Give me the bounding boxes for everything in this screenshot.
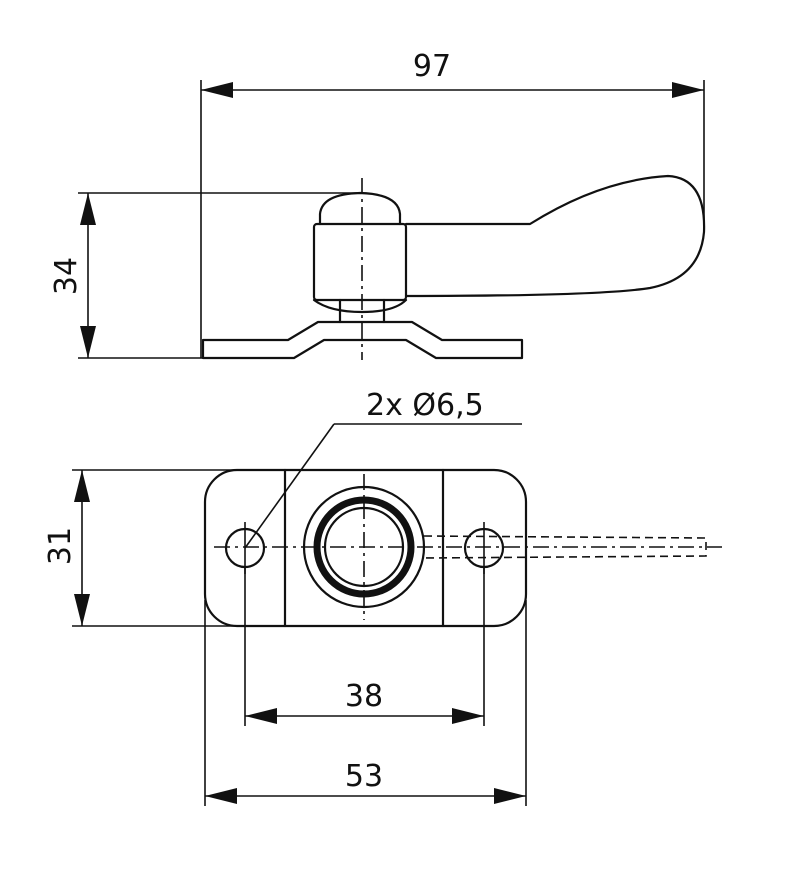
dim-height: 34 bbox=[49, 257, 84, 295]
dim-53-arrow-right bbox=[494, 788, 526, 804]
hole-callout: 2x Ø6,5 bbox=[366, 388, 484, 423]
hole-leader-line bbox=[244, 423, 335, 549]
dim-31-arrow-top bbox=[74, 470, 90, 502]
top-view: 2x Ø6,5 31 38 53 bbox=[43, 388, 722, 806]
side-cap bbox=[318, 191, 402, 226]
dim-38-arrow-left bbox=[245, 708, 277, 724]
dim-hole-spacing: 38 bbox=[345, 679, 383, 714]
top-base-outline bbox=[203, 468, 528, 628]
dim-53-arrow-left bbox=[205, 788, 237, 804]
dim-38-arrow-right bbox=[452, 708, 484, 724]
dim-base-width: 31 bbox=[43, 527, 78, 565]
dim-97-arrow-left bbox=[201, 82, 233, 98]
side-base-plate bbox=[201, 320, 524, 360]
dim-97-arrow-right bbox=[672, 82, 704, 98]
side-lever bbox=[404, 174, 706, 298]
side-cylinder bbox=[312, 222, 408, 302]
dim-34-arrow-bottom bbox=[80, 326, 96, 358]
side-dome bbox=[312, 298, 408, 314]
dim-overall-length: 97 bbox=[413, 49, 451, 84]
dim-31-arrow-bottom bbox=[74, 594, 90, 626]
side-dome-base bbox=[338, 298, 386, 324]
dim-34-arrow-top bbox=[80, 193, 96, 225]
hidden-lever bbox=[423, 535, 707, 559]
side-view: 97 34 bbox=[49, 49, 706, 360]
dim-base-length: 53 bbox=[345, 759, 383, 794]
